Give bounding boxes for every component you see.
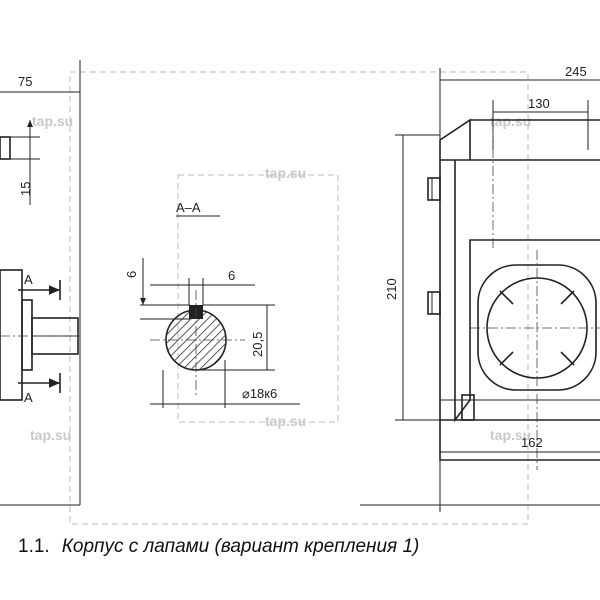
- dimension-130: 130: [528, 96, 550, 111]
- dimension-6-horizontal: 6: [228, 268, 235, 283]
- dimension-245: 245: [565, 64, 587, 79]
- section-arrow-label-bottom: А: [24, 390, 33, 405]
- dimension-20-5: 20,5: [250, 332, 265, 357]
- section-a-a: А–А 6 6 20,5 ⌀18к6: [124, 200, 300, 408]
- housing-outline: [439, 118, 600, 461]
- watermark-3: tap.su: [490, 113, 531, 129]
- section-title: А–А: [176, 200, 201, 215]
- caption-text: Корпус с лапами (вариант крепления 1): [61, 536, 420, 557]
- dashed-frame-section: [177, 174, 339, 423]
- dimension-210: 210: [384, 278, 399, 300]
- dimension-6-vertical: 6: [124, 271, 139, 278]
- dimension-75: 75: [18, 74, 32, 89]
- watermark-5: tap.su: [265, 413, 306, 429]
- figure-caption: 1.1. Корпус с лапами (вариант крепления 1…: [18, 536, 588, 566]
- watermark-2: tap.su: [265, 165, 306, 181]
- right-view: 245 130 210 162: [360, 64, 600, 512]
- watermark-1: tap.su: [32, 113, 73, 129]
- watermark-4: tap.su: [30, 427, 71, 443]
- dimension-15: 15: [18, 182, 33, 196]
- left-view: 75 15 А А: [0, 60, 81, 506]
- section-arrow-label-top: А: [24, 272, 33, 287]
- dimension-diameter-18k6: ⌀18к6: [242, 386, 277, 401]
- dashed-frame-main: [69, 71, 529, 525]
- dimension-162: 162: [521, 435, 543, 450]
- caption-number: 1.1.: [18, 536, 50, 557]
- watermark-6: tap.su: [490, 427, 531, 443]
